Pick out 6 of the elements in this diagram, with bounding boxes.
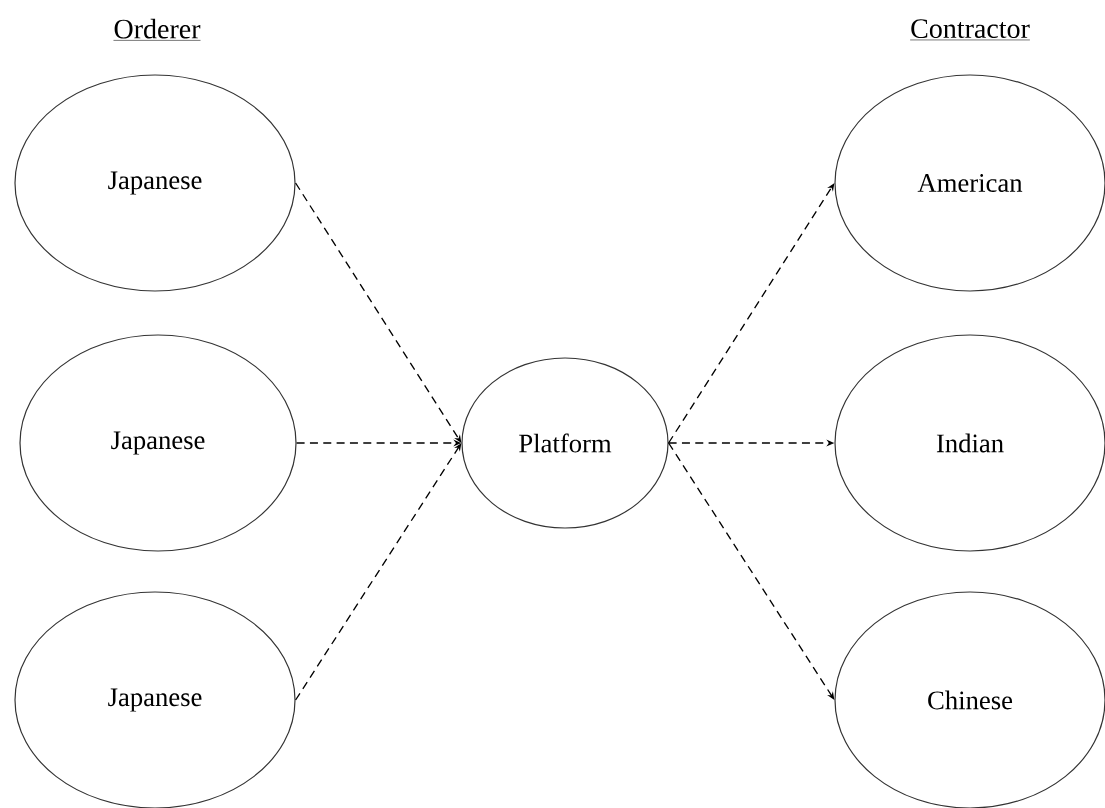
arrow [667,183,835,444]
column-heading: Contractor [909,19,1031,41]
arrow [667,442,835,700]
arrow [294,182,462,443]
column-heading: Orderer [113,18,201,41]
arrow [294,443,462,701]
